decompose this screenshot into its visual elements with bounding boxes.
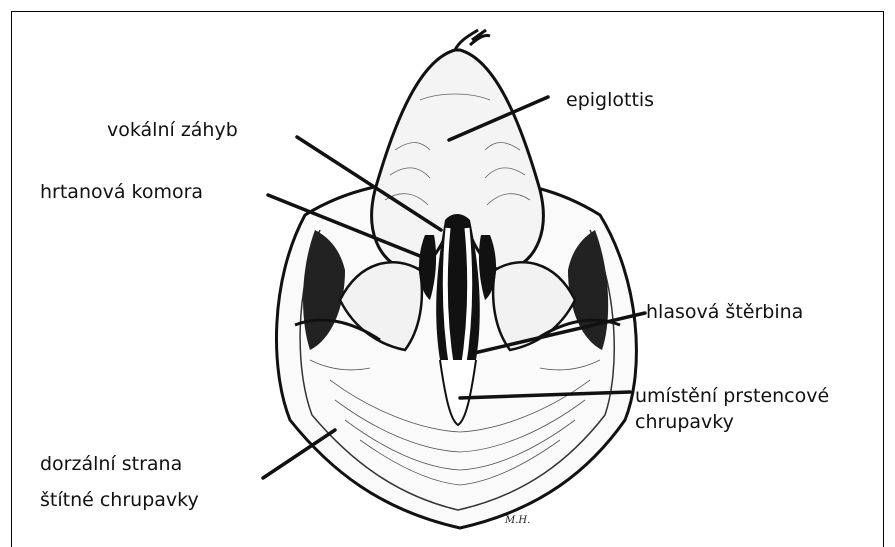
label-glottis: hlasová štěrbina <box>646 300 803 324</box>
label-thyroid-line1: dorzální strana <box>40 452 182 476</box>
label-cricoid-line1: umístění prstencové <box>635 384 829 408</box>
label-cricoid-line2: chrupavky <box>635 410 734 434</box>
label-laryngeal-ventricle: hrtanová komora <box>40 180 203 204</box>
artist-signature: M.H. <box>505 515 530 526</box>
label-vocal-fold: vokální záhyb <box>107 118 238 142</box>
label-thyroid-line2: štítné chrupavky <box>40 488 199 512</box>
label-epiglottis: epiglottis <box>566 88 654 112</box>
epiglottis-tip <box>455 30 490 50</box>
